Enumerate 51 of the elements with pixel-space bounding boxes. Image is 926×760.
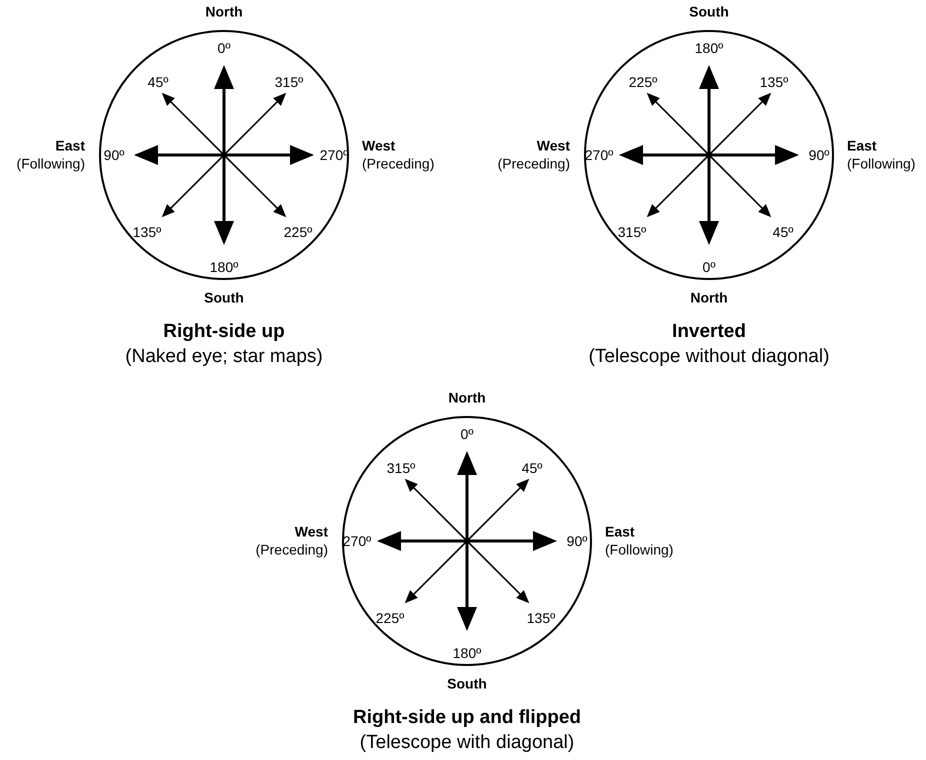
angle-label: 45º xyxy=(772,224,794,240)
direction-label: South xyxy=(447,676,487,692)
direction-note: (Following) xyxy=(605,542,674,558)
angle-label: 315º xyxy=(274,74,304,90)
panel-heading: Right-side up xyxy=(163,321,285,343)
direction-label: East xyxy=(847,138,877,154)
direction-note: (Preceding) xyxy=(362,156,434,172)
angle-label: 135º xyxy=(760,74,788,90)
direction-label: West xyxy=(362,138,396,154)
angle-label: 315º xyxy=(386,460,416,476)
direction-label: North xyxy=(690,290,728,306)
angle-label: 270º xyxy=(320,147,348,163)
direction-note: (Following) xyxy=(16,156,85,172)
angle-label: 180º xyxy=(210,259,238,275)
direction-label: North xyxy=(205,4,243,20)
angle-label: 90º xyxy=(566,533,588,549)
direction-note: (Preceding) xyxy=(256,542,328,558)
panel-subtitle: (Naked eye; star maps) xyxy=(125,346,323,368)
angle-label: 315º xyxy=(618,224,646,240)
panel-subtitle: (Telescope with diagonal) xyxy=(360,732,574,754)
compass-circle xyxy=(99,30,349,280)
angle-label: 0º xyxy=(460,426,474,442)
compass-circle xyxy=(342,416,592,666)
compass-circle xyxy=(584,30,834,280)
angle-label: 90º xyxy=(808,147,830,163)
direction-label: South xyxy=(689,4,729,20)
angle-label: 0º xyxy=(218,40,230,56)
direction-note: (Following) xyxy=(847,156,916,172)
angle-label: 225º xyxy=(284,224,312,240)
angle-label: 225º xyxy=(376,610,404,626)
angle-label: 225º xyxy=(628,74,658,90)
angle-label: 90º xyxy=(104,147,124,163)
direction-label: East xyxy=(605,524,635,540)
direction-label: West xyxy=(294,524,328,540)
angle-label: 45º xyxy=(148,74,168,90)
panel-subtitle: (Telescope without diagonal) xyxy=(588,346,830,368)
direction-label: West xyxy=(536,138,570,154)
angle-label: 135º xyxy=(132,224,162,240)
angle-label: 270º xyxy=(584,147,614,163)
panel-heading: Right-side up and flipped xyxy=(353,707,581,729)
direction-label: East xyxy=(55,138,85,154)
direction-note: (Preceding) xyxy=(498,156,570,172)
direction-label: North xyxy=(448,390,486,406)
panel-heading: Inverted xyxy=(672,321,746,343)
angle-label: 180º xyxy=(694,40,724,56)
angle-label: 135º xyxy=(526,610,556,626)
angle-label: 180º xyxy=(452,645,482,661)
direction-label: South xyxy=(204,290,244,306)
angle-label: 270º xyxy=(342,533,372,549)
angle-label: 0º xyxy=(702,259,716,275)
angle-label: 45º xyxy=(522,460,542,476)
